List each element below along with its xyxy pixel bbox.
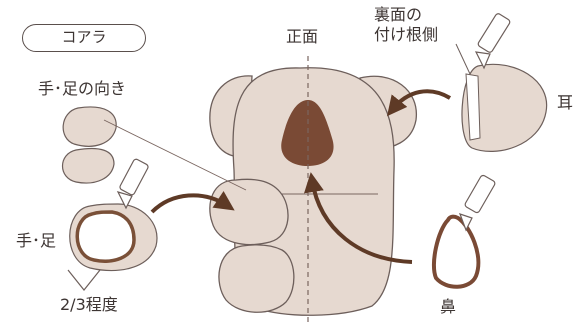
- label-ear: 耳: [557, 93, 574, 112]
- body-limb-upper: [209, 178, 289, 246]
- body-limb-lower: [218, 244, 295, 313]
- label-front: 正面: [286, 27, 319, 46]
- limb-connector-line: [103, 119, 247, 191]
- limb-sample-1: [62, 106, 117, 147]
- label-ear-back-line2: 付け根側: [374, 25, 439, 44]
- arrow-ear-to-body: [386, 89, 452, 117]
- nose-glue-example: [304, 172, 496, 289]
- label-ear-back-line1: 裏面の: [374, 5, 423, 24]
- glue-bottle-limb: [116, 158, 149, 210]
- nose-piece-outline: [431, 214, 481, 289]
- limb-glue-example: [67, 158, 235, 291]
- label-limb-orientation: 手･足の向き: [38, 79, 127, 98]
- ear-glue-example: [386, 13, 548, 152]
- limb-sample-2: [61, 147, 115, 184]
- label-nose: 鼻: [440, 297, 457, 316]
- ear-piece: [461, 63, 548, 152]
- label-limbs: 手･足: [16, 231, 57, 250]
- nose-on-body: [281, 100, 334, 166]
- label-two-thirds: 2/3程度: [60, 295, 118, 314]
- title-badge: コアラ: [22, 24, 146, 52]
- ear-glue-strip: [465, 73, 481, 141]
- limb-orientation-samples: [61, 106, 247, 191]
- ear-pointer-line: [455, 43, 471, 75]
- glue-outline-limb: [75, 210, 136, 263]
- glue-bottle-ear: [474, 13, 511, 70]
- arrow-limb-to-body: [150, 191, 235, 214]
- glue-bottle-nose: [458, 174, 496, 232]
- two-thirds-bracket: [67, 269, 101, 291]
- arrow-nose-to-body: [304, 172, 413, 264]
